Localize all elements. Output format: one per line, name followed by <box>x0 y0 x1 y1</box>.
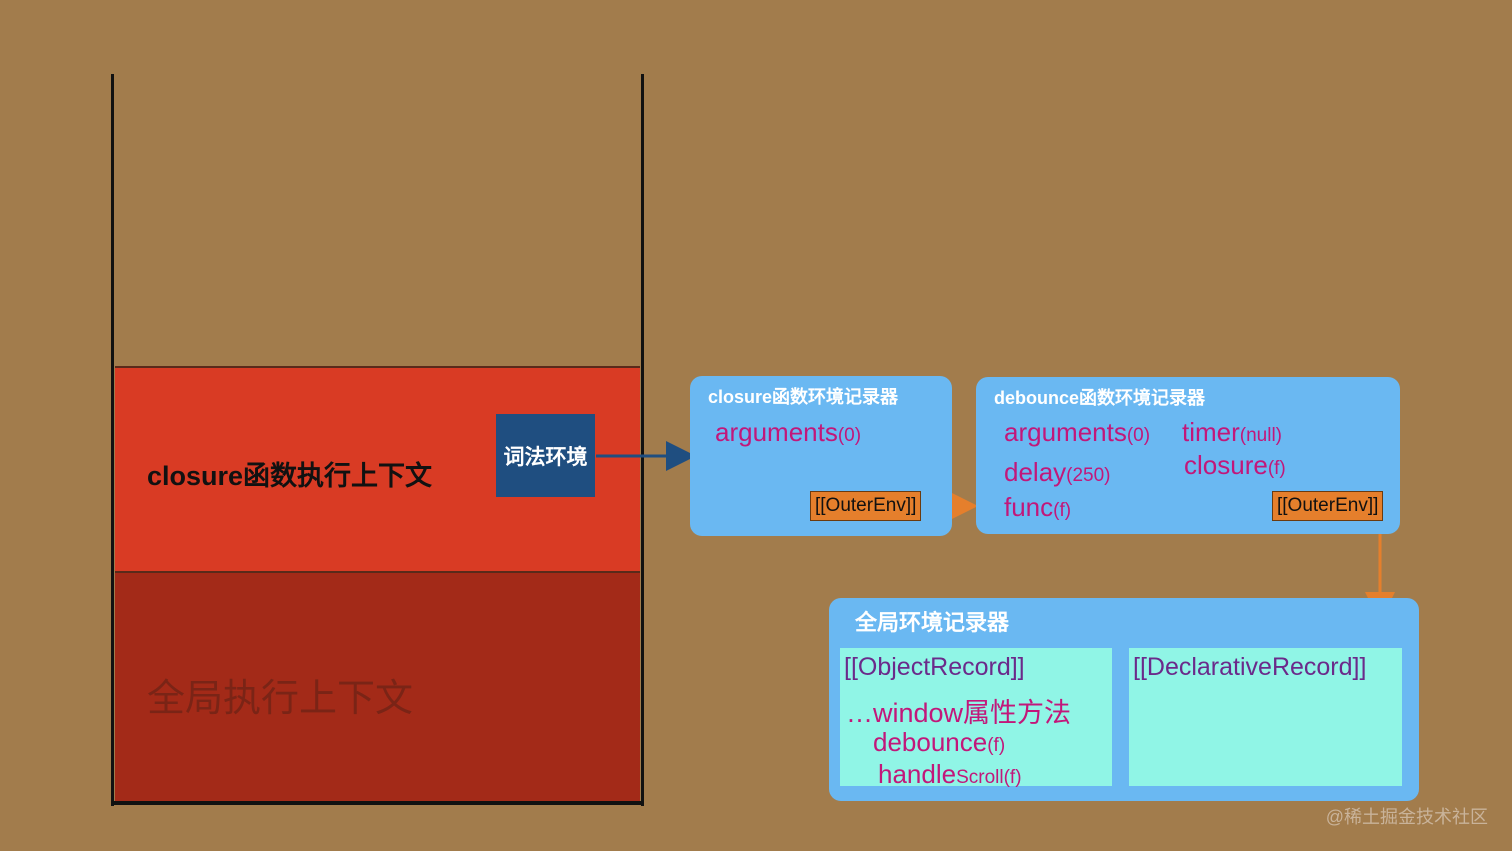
debounce-env-title: debounce函数环境记录器 <box>994 388 1206 408</box>
debounce-closure: closure(f) <box>1184 450 1286 480</box>
closure-arguments: arguments(0) <box>715 417 862 447</box>
object-record-title: [[ObjectRecord]] <box>844 653 1025 681</box>
global-env-record: 全局环境记录器 [[ObjectRecord]] …window属性方法 deb… <box>829 598 1419 801</box>
global-env-title: 全局环境记录器 <box>855 610 1010 635</box>
declarative-record: [[DeclarativeRecord]] <box>1129 648 1402 786</box>
global-execution-context: 全局执行上下文 <box>115 571 640 801</box>
stack-left-wall <box>111 74 114 806</box>
debounce-func: func(f) <box>1004 492 1072 522</box>
declarative-record-title: [[DeclarativeRecord]] <box>1133 653 1367 681</box>
debounce-env-record: debounce函数环境记录器 arguments(0) delay(250) … <box>976 377 1400 534</box>
closure-env-title: closure函数环境记录器 <box>708 387 899 407</box>
lexical-environment-box: 词法环境 <box>496 414 595 497</box>
object-record: [[ObjectRecord]] …window属性方法 debounce(f)… <box>840 648 1112 789</box>
stack-bottom <box>111 801 644 805</box>
global-handle-scroll: handleScroll(f) <box>878 759 1022 789</box>
debounce-arguments: arguments(0) <box>1004 417 1151 447</box>
closure-context-label: closure函数执行上下文 <box>147 461 433 491</box>
global-debounce: debounce(f) <box>873 727 1006 757</box>
watermark: @稀土掘金技术社区 <box>1325 807 1488 827</box>
window-props: …window属性方法 <box>846 698 1072 728</box>
debounce-timer: timer(null) <box>1182 417 1283 447</box>
closure-env-record: closure函数环境记录器 arguments(0) [[OuterEnv]] <box>690 376 952 536</box>
stack-right-wall <box>641 74 644 806</box>
global-context-label: 全局执行上下文 <box>147 678 414 720</box>
closure-outer-env: [[OuterEnv]] <box>810 491 922 521</box>
debounce-delay: delay(250) <box>1004 457 1111 487</box>
debounce-outer-env: [[OuterEnv]] <box>1272 491 1384 521</box>
